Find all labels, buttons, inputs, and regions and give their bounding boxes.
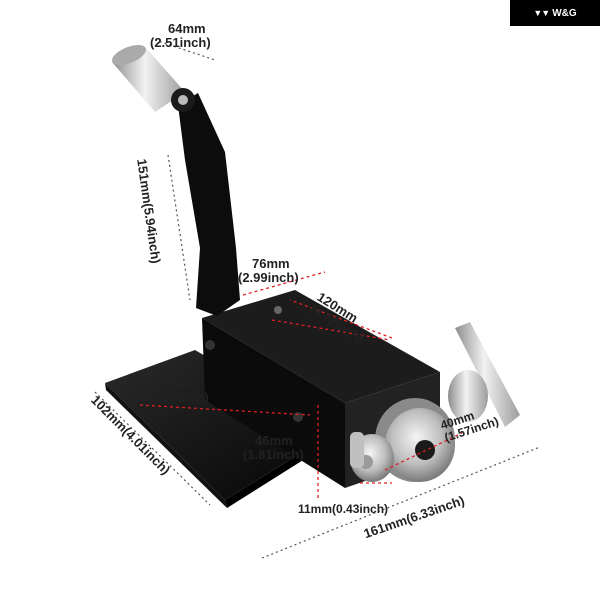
dim-body-width: 76mm (2.99inch) (238, 256, 299, 286)
wg-brand-icon: ▼▼ (533, 8, 550, 18)
dim-plate-length: 132mm (5.19inch) (148, 376, 209, 406)
handle-arm (178, 93, 240, 316)
gray-dimension-lines (94, 39, 541, 559)
handle-grip (112, 44, 195, 112)
wing-knob (448, 322, 520, 427)
brand-label: W&G (552, 7, 577, 19)
body-top (202, 290, 440, 403)
base-plate (105, 350, 335, 500)
body-front (202, 318, 345, 488)
brand-badge: ▼▼ W&G (510, 0, 600, 26)
dim-handle-width: 64mm (2.51inch) (150, 21, 211, 51)
dim-wheel-thickness: 11mm(0.43inch) (298, 502, 389, 516)
red-dimension-lines (139, 271, 463, 498)
dim-body-height: 46mm (1.81inch) (243, 433, 304, 463)
knurl-wheel (350, 398, 455, 482)
